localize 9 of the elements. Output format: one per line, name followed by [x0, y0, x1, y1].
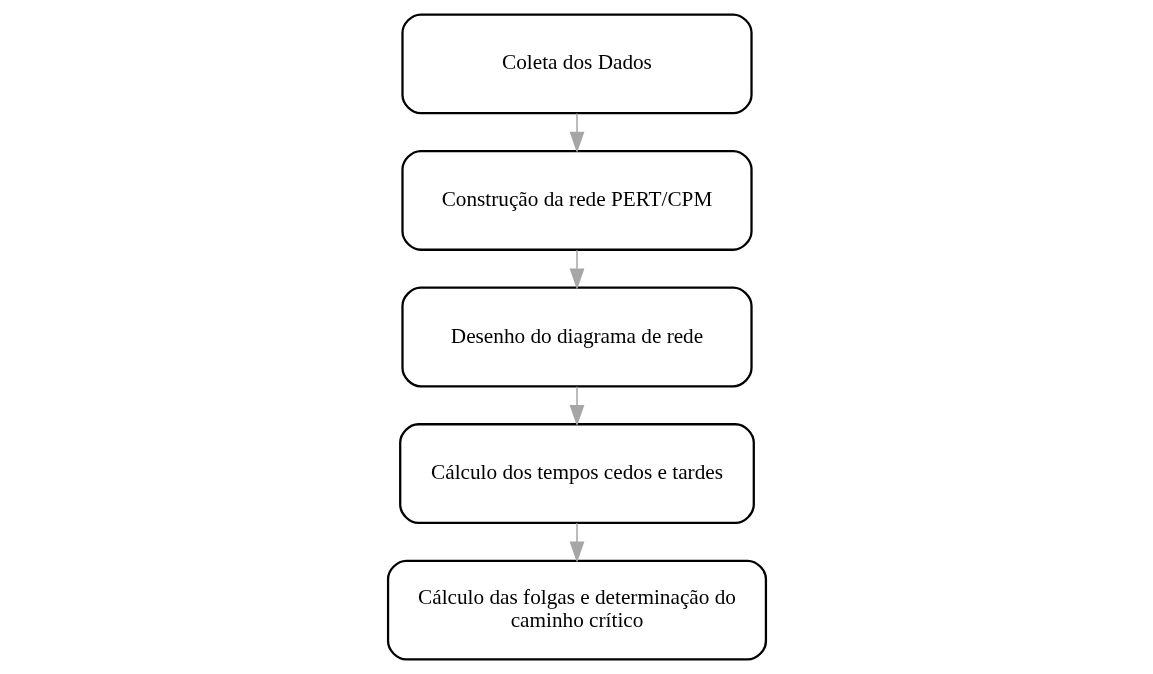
node-box: Cálculo dos tempos cedos e tardes [398, 423, 755, 525]
node-box: Construção da rede PERT/CPM [400, 149, 753, 251]
arrow [569, 385, 584, 427]
node-box: Coleta dos Dados [400, 13, 753, 115]
arrow [569, 249, 584, 290]
arrow [569, 112, 584, 154]
node-box: Cálculo das folgas e determinação do caminho crítico [386, 559, 767, 661]
node-box: Desenho do diagrama de rede [400, 286, 753, 388]
arrow [569, 522, 584, 563]
